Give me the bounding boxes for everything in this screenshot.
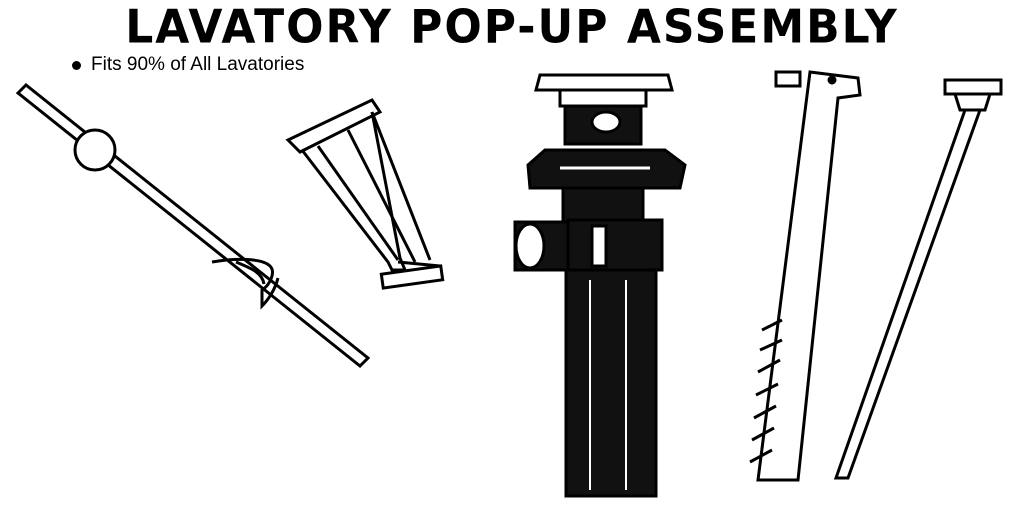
- bullet-dot-icon: [72, 60, 81, 70]
- strainer-stopper-icon: [285, 98, 445, 290]
- lift-rod-knob-icon: [833, 78, 1003, 480]
- clevis-strap-icon: [749, 70, 862, 482]
- feature-bullet: Fits 90% of All Lavatories: [72, 54, 304, 76]
- feature-bullet-text: Fits 90% of All Lavatories: [91, 54, 305, 75]
- pop-up-drain-body-icon: [513, 73, 687, 498]
- page-title: LAVATORY POP-UP ASSEMBLY: [125, 0, 899, 55]
- pivot-rod-with-ball-icon: [15, 82, 371, 369]
